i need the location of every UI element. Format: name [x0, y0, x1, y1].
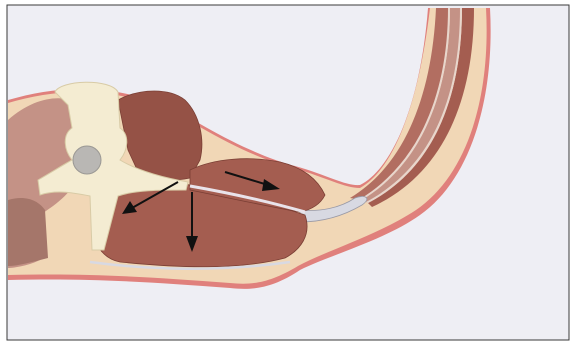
- spinal-canal: [73, 146, 101, 174]
- left-lower-muscle: [8, 198, 48, 266]
